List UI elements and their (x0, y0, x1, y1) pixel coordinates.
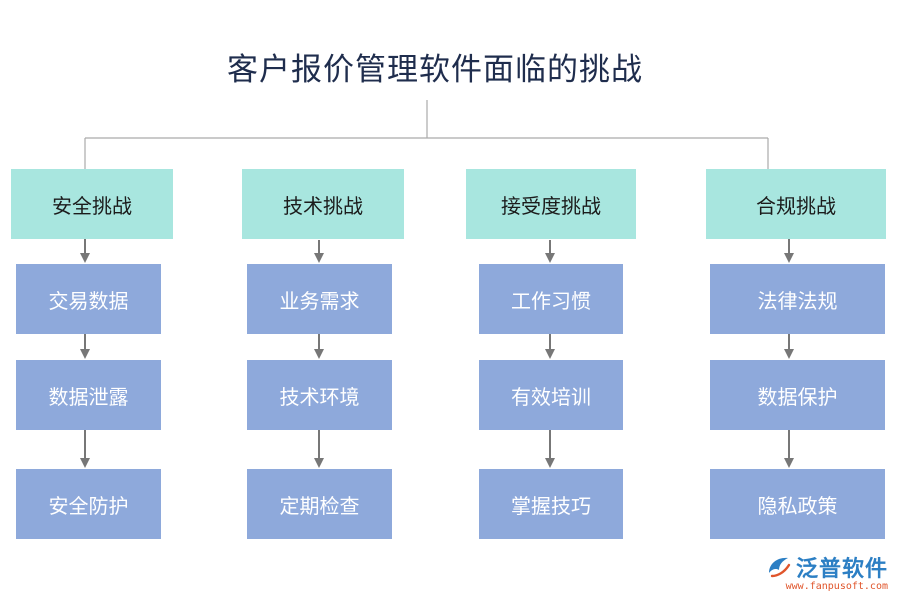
brand-logo: 泛普软件 www.fanpusoft.com (766, 551, 888, 592)
column-header-acceptance: 接受度挑战 (466, 169, 636, 239)
item-privacy-policy: 隐私政策 (710, 469, 885, 539)
item-laws-regulations: 法律法规 (710, 264, 885, 334)
item-security-protection: 安全防护 (16, 469, 161, 539)
diagram-title: 客户报价管理软件面临的挑战 (227, 52, 643, 88)
item-effective-training: 有效培训 (479, 360, 623, 430)
logo-icon (768, 557, 791, 578)
column-header-security: 安全挑战 (11, 169, 173, 239)
item-data-leak: 数据泄露 (16, 360, 161, 430)
logo-text: 泛普软件 (795, 557, 888, 582)
item-work-habits: 工作习惯 (479, 264, 623, 334)
column-header-compliance: 合规挑战 (706, 169, 886, 239)
item-trade-data: 交易数据 (16, 264, 161, 334)
item-regular-inspection: 定期检查 (247, 469, 392, 539)
logo-url: www.fanpusoft.com (785, 581, 888, 592)
column-header-technology: 技术挑战 (242, 169, 404, 239)
item-data-protection: 数据保护 (710, 360, 885, 430)
item-master-skills: 掌握技巧 (479, 469, 623, 539)
item-tech-environment: 技术环境 (247, 360, 392, 430)
item-business-needs: 业务需求 (247, 264, 392, 334)
